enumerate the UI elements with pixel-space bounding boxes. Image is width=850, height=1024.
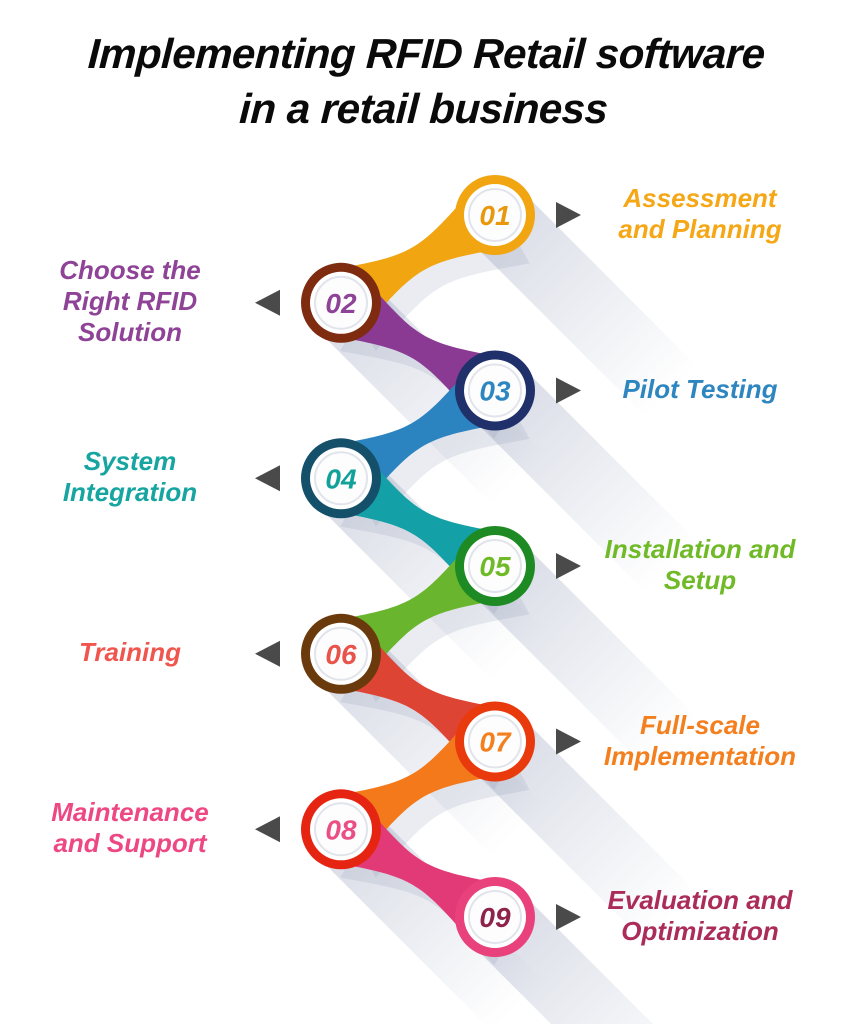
step-08-node: 08 [301, 789, 381, 870]
arrow-right-icon [556, 904, 581, 930]
step-number: 02 [325, 288, 357, 319]
step-inner-disc [314, 802, 368, 857]
drop-shadow [473, 193, 702, 422]
step-inner-disc [468, 539, 522, 593]
step-inner-disc [468, 890, 522, 944]
step-07-node: 07 [455, 701, 535, 782]
drop-shadow [473, 369, 702, 597]
step-03-node: 03 [455, 350, 535, 431]
drop-shadow [473, 720, 702, 948]
step-06-node: 06 [301, 613, 381, 694]
arrow-right-icon [556, 553, 581, 579]
step-inner-disc [468, 188, 522, 242]
step-05-node: 05 [455, 526, 535, 606]
step-09-node: 09 [455, 877, 535, 957]
arrow-left-icon [255, 465, 280, 492]
step-02-node: 02 [301, 262, 381, 343]
arrow-left-icon [255, 289, 280, 316]
step-04-node: 04 [301, 438, 381, 519]
step-inner-disc [468, 363, 522, 418]
step-inner-disc [314, 626, 368, 681]
step-inner-disc [314, 275, 368, 330]
arrow-right-icon [556, 728, 581, 755]
drop-shadow [473, 544, 702, 773]
step-number: 07 [479, 727, 512, 758]
step-number: 03 [479, 376, 511, 407]
step-01-node: 01 [455, 175, 535, 255]
arrow-left-icon [255, 640, 280, 667]
step-number: 04 [325, 463, 357, 494]
step-number: 01 [479, 200, 510, 231]
step-number: 05 [479, 551, 511, 582]
arrow-right-icon [556, 377, 581, 404]
arrow-right-icon [556, 202, 581, 228]
step-inner-disc [468, 714, 522, 769]
step-number: 06 [325, 639, 357, 670]
step-number: 09 [479, 902, 511, 933]
step-inner-disc [314, 451, 368, 506]
step-number: 08 [325, 814, 357, 845]
arrow-left-icon [255, 816, 280, 843]
